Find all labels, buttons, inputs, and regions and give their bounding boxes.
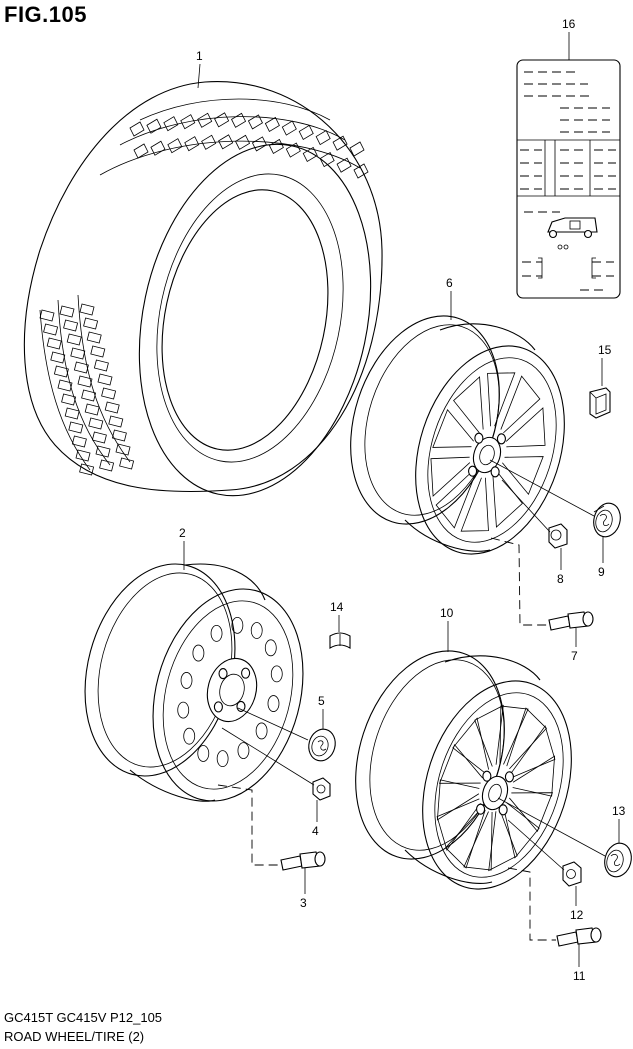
alloy-wheel-part-10 [355,650,572,890]
callout-6: 6 [446,276,453,290]
callout-11: 11 [573,969,586,983]
callout-9: 9 [598,565,605,579]
footer-model-code: GC415T GC415V P12_105 [4,1010,163,1025]
callout-2: 2 [179,526,186,540]
figure-title: FIG.105 [4,2,87,27]
footer-section-title: ROAD WHEEL/TIRE (2) [4,1029,145,1044]
tire-info-label-part-16 [516,59,621,299]
callout-13: 13 [612,804,626,818]
steel-wheel-part-2 [84,563,304,802]
callout-16: 16 [562,17,576,31]
van-icon [547,217,598,250]
balance-weight-part-15 [589,387,611,419]
center-cap-part-5 [308,728,336,762]
balance-weight-part-14 [329,632,351,649]
callout-4: 4 [312,824,319,838]
callout-14: 14 [330,600,344,614]
callout-8: 8 [557,572,564,586]
valve-part-3 [280,851,326,871]
callout-12: 12 [570,908,584,922]
callout-5: 5 [318,694,325,708]
lug-nut-part-8 [548,523,568,549]
callout-7: 7 [571,649,578,663]
center-cap-part-9 [593,502,621,538]
callout-10: 10 [440,606,454,620]
callout-15: 15 [598,343,612,357]
lug-nut-part-12 [562,861,582,887]
callout-3: 3 [300,896,307,910]
callout-1: 1 [196,49,203,63]
alloy-wheel-part-6 [350,315,565,555]
lug-nut-part-4 [312,777,331,801]
valve-part-11 [556,927,602,947]
tire-part-1 [23,81,383,497]
valve-part-7 [548,611,594,631]
center-cap-part-13 [604,842,632,878]
